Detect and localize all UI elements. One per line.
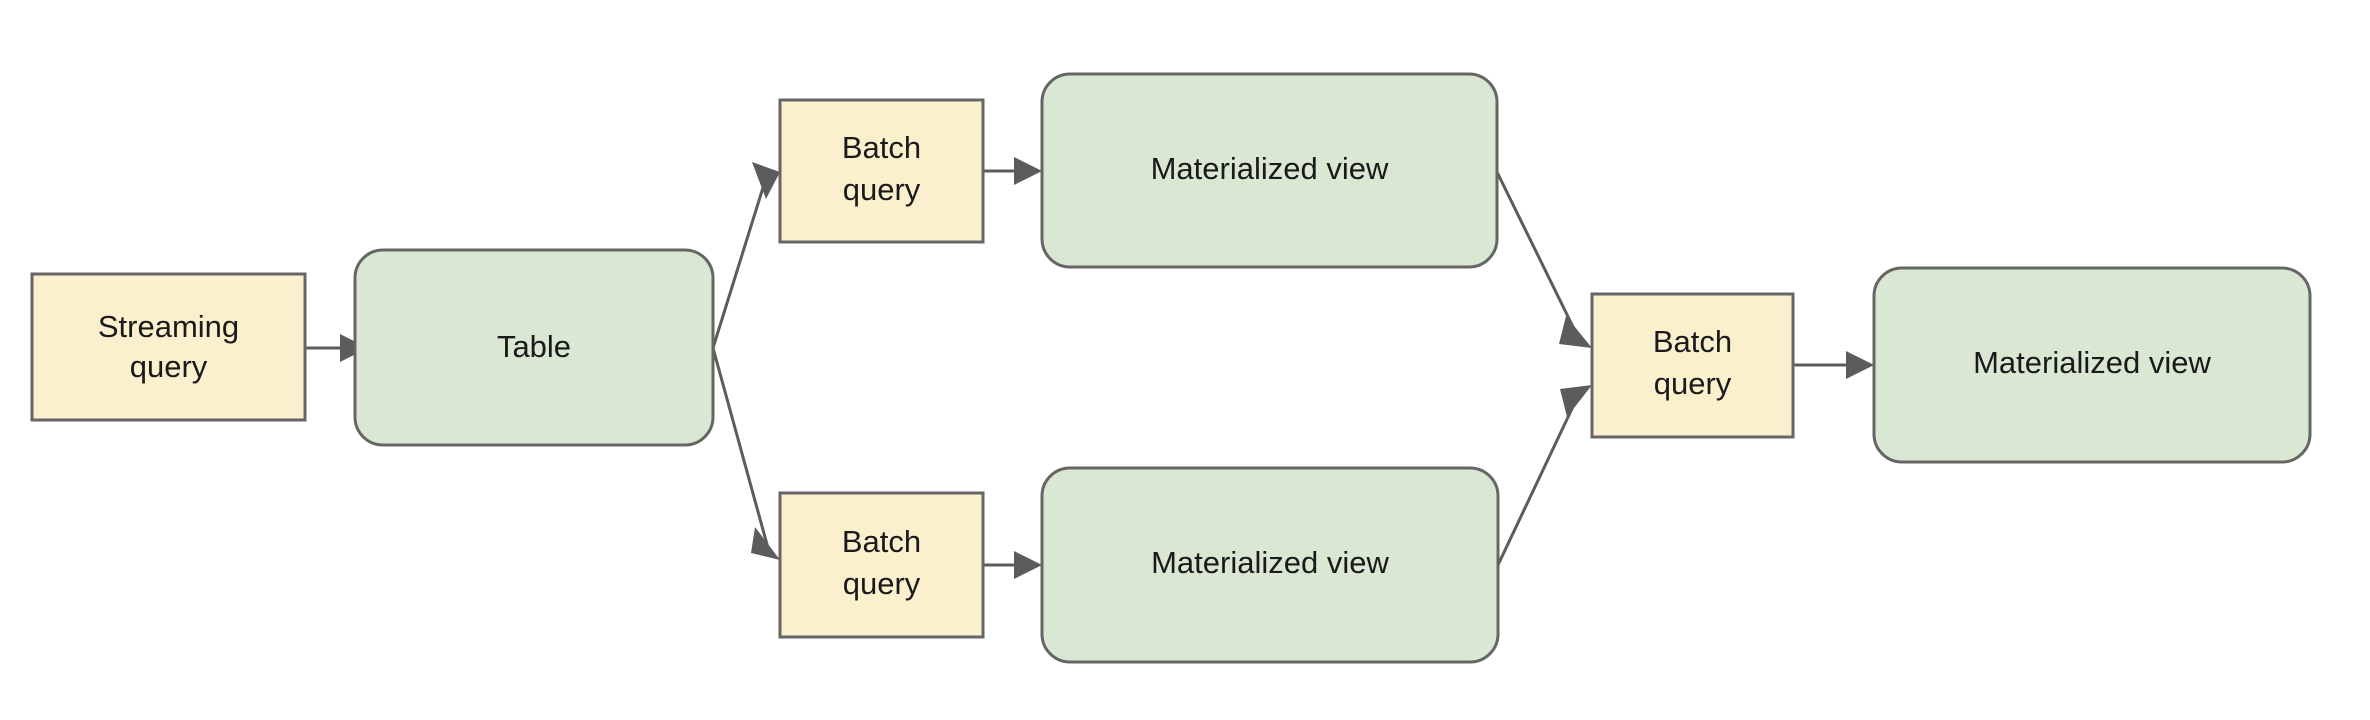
node-label-materialized-view-top: Materialized view <box>1151 151 1389 186</box>
node-label-materialized-view-bottom: Materialized view <box>1151 545 1389 580</box>
node-label-table: Table <box>497 329 571 364</box>
edge-batch-final-to-mv-final <box>1793 351 1874 379</box>
node-batch-query-top[interactable]: Batch query <box>778 98 985 244</box>
node-batch-query-bottom[interactable]: Batch query <box>778 491 985 639</box>
node-label-streaming-query-line1: Streaming <box>98 309 239 344</box>
node-label-batch-query-top-line2: query <box>843 172 921 207</box>
edge-table-to-batch-bottom <box>711 347 780 560</box>
edge-batch-top-to-mv-top <box>983 157 1042 185</box>
node-label-batch-query-final-line2: query <box>1654 366 1732 401</box>
node-label-batch-query-final-line1: Batch <box>1653 324 1732 359</box>
node-label-batch-query-bottom-line2: query <box>843 566 921 601</box>
node-label-batch-query-top-line1: Batch <box>842 130 921 165</box>
node-label-materialized-view-final: Materialized view <box>1973 345 2211 380</box>
edge-mv-top-to-batch-final <box>1495 171 1592 348</box>
edge-batch-bottom-to-mv-bottom <box>983 551 1042 579</box>
node-label-streaming-query-line2: query <box>130 349 208 384</box>
node-batch-query-final[interactable]: Batch query <box>1590 292 1795 439</box>
node-materialized-view-bottom[interactable]: Materialized view <box>1040 466 1500 664</box>
edge-table-to-batch-top <box>711 162 780 349</box>
node-table[interactable]: Table <box>353 248 715 447</box>
node-label-batch-query-bottom-line1: Batch <box>842 524 921 559</box>
node-streaming-query[interactable]: Streaming query <box>30 272 307 422</box>
node-materialized-view-final[interactable]: Materialized view <box>1872 266 2312 464</box>
node-materialized-view-top[interactable]: Materialized view <box>1040 72 1499 269</box>
edge-mv-bottom-to-batch-final <box>1496 385 1592 566</box>
